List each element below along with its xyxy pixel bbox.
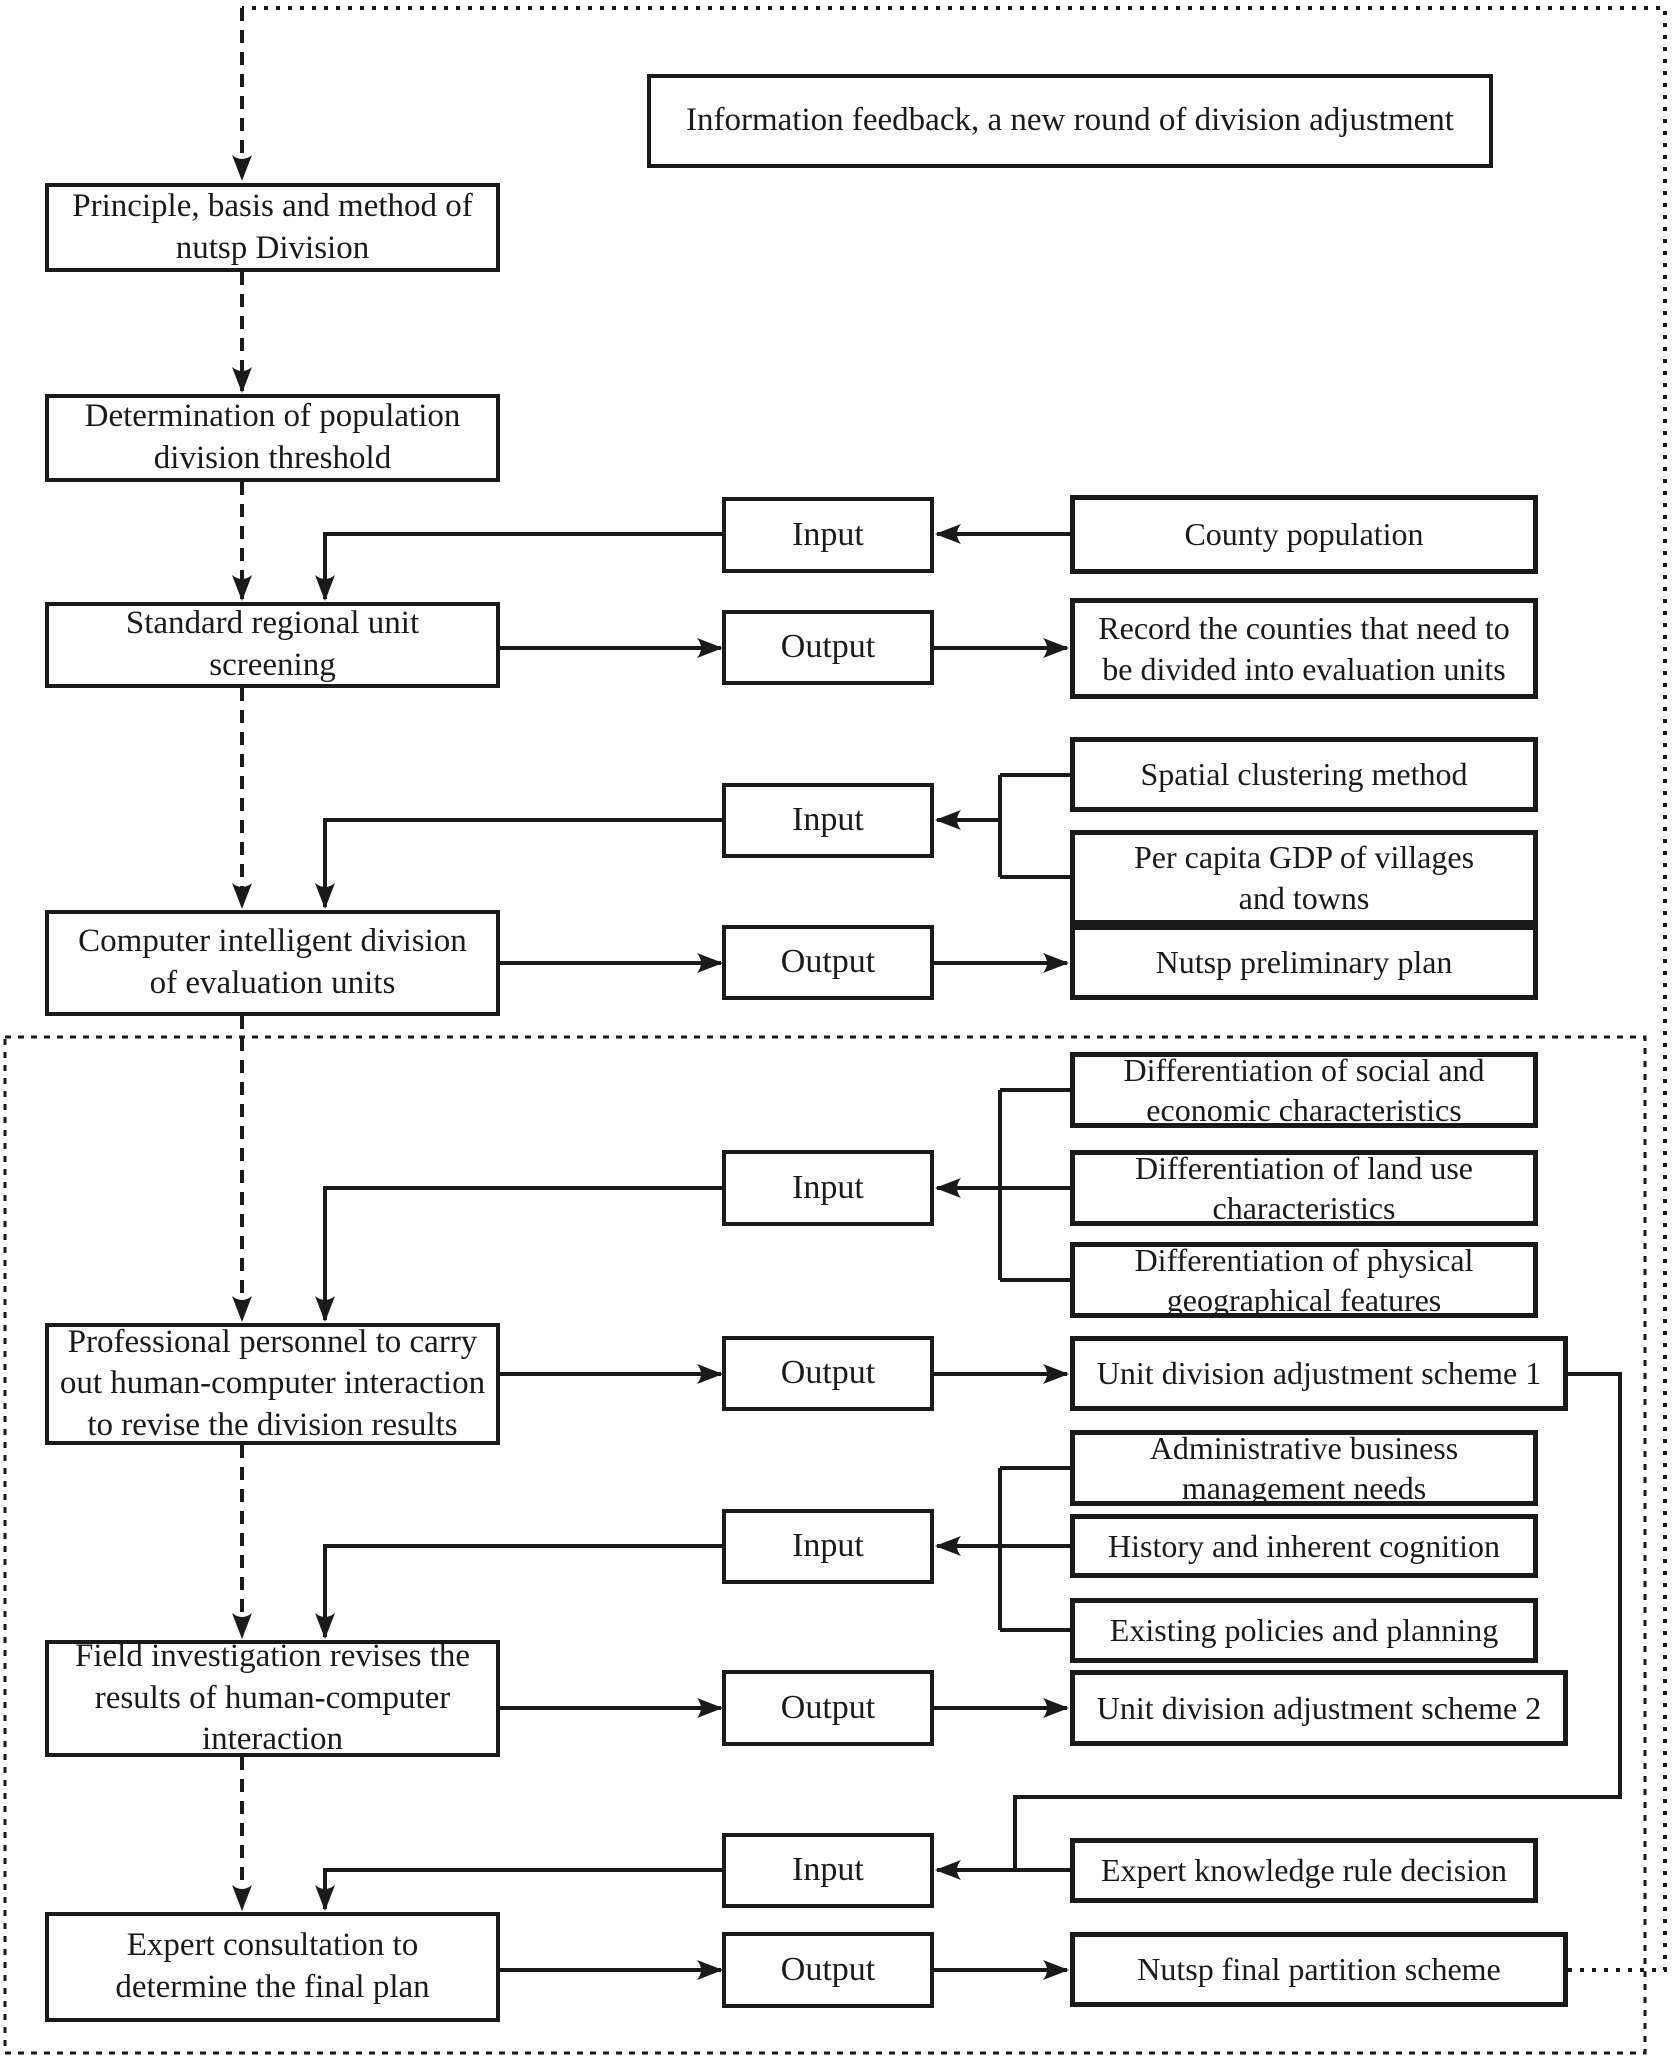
bracket-input4-sources bbox=[998, 1466, 1070, 1632]
bracket-input2-sources bbox=[998, 773, 1070, 879]
return-line-input3-professional bbox=[315, 1186, 722, 1322]
output-box-1: Output bbox=[722, 610, 934, 685]
source-diff-social-economic: Differentiation of social and economic c… bbox=[1070, 1052, 1538, 1128]
output-box-5: Output bbox=[722, 1932, 934, 2008]
result-record-counties: Record the counties that need to be divi… bbox=[1070, 598, 1538, 699]
source-existing-policies: Existing policies and planning bbox=[1070, 1598, 1538, 1663]
step-field: Field investigation revises the results … bbox=[45, 1638, 500, 1757]
output-box-4: Output bbox=[722, 1670, 934, 1746]
source-diff-physical-geo: Differentiation of physical geographical… bbox=[1070, 1242, 1538, 1318]
result-adjustment-scheme-2: Unit division adjustment scheme 2 bbox=[1070, 1670, 1568, 1746]
connector-scheme1-input5 bbox=[1013, 1372, 1622, 1868]
source-history-cognition: History and inherent cognition bbox=[1070, 1514, 1538, 1578]
input-box-2: Input bbox=[722, 783, 934, 858]
result-nutsp-preliminary-plan: Nutsp preliminary plan bbox=[1070, 925, 1538, 1000]
return-line-input1-screening bbox=[315, 532, 722, 601]
step-principle: Principle, basis and method of nutsp Div… bbox=[45, 183, 500, 272]
source-expert-knowledge-decision: Expert knowledge rule decision bbox=[1070, 1838, 1538, 1903]
result-adjustment-scheme-1: Unit division adjustment scheme 1 bbox=[1070, 1336, 1568, 1411]
dashed-region-border bbox=[3, 1035, 1647, 2055]
source-spatial-clustering: Spatial clustering method bbox=[1070, 737, 1538, 812]
step-determination: Determination of population division thr… bbox=[45, 394, 500, 482]
return-line-input4-field bbox=[315, 1544, 722, 1639]
return-line-input2-computer bbox=[315, 818, 722, 909]
result-nutsp-final-scheme: Nutsp final partition scheme bbox=[1070, 1932, 1568, 2007]
input-box-1: Input bbox=[722, 497, 934, 573]
source-diff-land-use: Differentiation of land use characterist… bbox=[1070, 1150, 1538, 1226]
input-box-3: Input bbox=[722, 1150, 934, 1226]
input-box-4: Input bbox=[722, 1509, 934, 1584]
step-expert: Expert consultation to determine the fin… bbox=[45, 1912, 500, 2022]
step-screening: Standard regional unit screening bbox=[45, 602, 500, 688]
return-line-input5-expert bbox=[315, 1868, 722, 1911]
feedback-loop-line bbox=[242, 6, 1667, 1972]
output-box-2: Output bbox=[722, 925, 934, 1000]
input-box-5: Input bbox=[722, 1833, 934, 1908]
source-admin-business-needs: Administrative business management needs bbox=[1070, 1430, 1538, 1506]
feedback-label-box: Information feedback, a new round of div… bbox=[647, 74, 1493, 168]
output-box-3: Output bbox=[722, 1336, 934, 1411]
step-computer: Computer intelligent division of evaluat… bbox=[45, 910, 500, 1016]
bracket-input3-sources bbox=[998, 1088, 1070, 1282]
source-county-population: County population bbox=[1070, 495, 1538, 574]
source-per-capita-gdp: Per capita GDP of villages and towns bbox=[1070, 830, 1538, 925]
step-professional: Professional personnel to carry out huma… bbox=[45, 1323, 500, 1445]
